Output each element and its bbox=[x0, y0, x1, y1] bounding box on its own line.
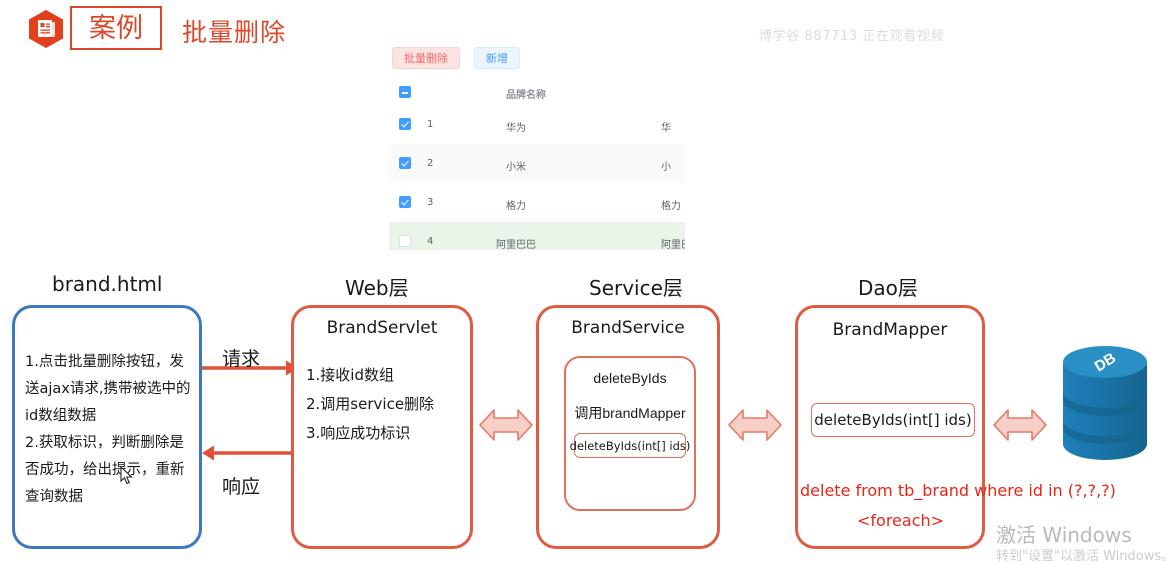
cell-company-name: 小 bbox=[661, 162, 671, 173]
table-row[interactable]: 4 阿里巴巴 阿里巴 bbox=[389, 222, 685, 250]
brand-html-line: 送ajax请求,携带被选中的 bbox=[25, 381, 191, 397]
web-layer-box: BrandServlet 1.接收id数组 2.调用service删除 3.响应… bbox=[291, 305, 473, 549]
cell-brand-name: 格力 bbox=[506, 201, 526, 212]
dao-layer-box: BrandMapper deleteByIds(int[] ids) bbox=[795, 305, 985, 549]
brand-html-box: 1.点击批量删除按钮，发 送ajax请求,携带被选中的 id数组数据 2.获取标… bbox=[12, 305, 202, 549]
double-arrow-icon bbox=[728, 409, 782, 441]
brand-html-line: id数组数据 bbox=[25, 408, 97, 424]
page-title: 批量删除 bbox=[182, 18, 287, 47]
cell-brand-name: 华为 bbox=[506, 123, 526, 134]
service-mapper-method-pill: deleteByIds(int[] ids) bbox=[570, 433, 690, 458]
double-arrow-icon bbox=[479, 409, 533, 441]
table-row[interactable]: 2 小米 小 bbox=[389, 144, 685, 184]
layer-label-brand-html: brand.html bbox=[52, 272, 163, 296]
database-cylinder-icon: DB bbox=[1063, 346, 1147, 460]
dao-method-pill: deleteByIds(int[] ids) bbox=[811, 403, 975, 437]
mouse-cursor-icon bbox=[120, 466, 133, 485]
cell-company-name: 华 bbox=[661, 123, 671, 134]
service-call-mapper: 调用brandMapper bbox=[574, 405, 686, 421]
dao-box-title: BrandMapper bbox=[832, 320, 948, 340]
dao-foreach-tag: <foreach> bbox=[857, 511, 945, 530]
brand-html-steps: 1.点击批量删除按钮，发 送ajax请求,携带被选中的 id数组数据 2.获取标… bbox=[25, 350, 197, 512]
batch-delete-button[interactable]: 批量删除 bbox=[392, 47, 460, 69]
row-checkbox[interactable] bbox=[399, 235, 411, 247]
servlet-steps: 1.接收id数组 2.调用service删除 3.响应成功标识 bbox=[306, 362, 468, 449]
double-arrow-icon bbox=[993, 409, 1047, 441]
servlet-line: 1.接收id数组 bbox=[306, 366, 395, 384]
cell-id: 2 bbox=[427, 158, 434, 169]
service-method-name: deleteByIds bbox=[593, 370, 667, 386]
add-button[interactable]: 新增 bbox=[474, 47, 520, 69]
row-checkbox[interactable] bbox=[399, 196, 411, 208]
dao-sql-text: delete from tb_brand where id in (?,?,?) bbox=[800, 481, 1116, 500]
web-box-title: BrandServlet bbox=[326, 318, 438, 338]
row-checkbox[interactable] bbox=[399, 157, 411, 169]
row-checkbox[interactable] bbox=[399, 118, 411, 130]
service-layer-box: BrandService deleteByIds 调用brandMapper d… bbox=[536, 305, 720, 549]
document-hexagon-icon bbox=[29, 10, 63, 48]
delete-by-ids-inner-box: deleteByIds 调用brandMapper deleteByIds(in… bbox=[564, 356, 696, 511]
brand-html-line: 查询数据 bbox=[25, 489, 83, 505]
table-row[interactable]: 1 华为 华 bbox=[389, 105, 685, 145]
windows-activation-watermark: 激活 Windows bbox=[996, 523, 1132, 547]
brand-table-screenshot: 批量删除 新增 品牌名称 1 华为 华 2 小米 小 3 格力 格力 4 bbox=[389, 44, 685, 250]
cell-id: 4 bbox=[427, 236, 434, 247]
servlet-line: 3.响应成功标识 bbox=[306, 424, 411, 442]
brand-html-line: 2.获取标识，判断删除是 bbox=[25, 435, 184, 451]
cell-brand-name: 阿里巴巴 bbox=[496, 240, 536, 250]
column-header-brand-name: 品牌名称 bbox=[506, 90, 546, 101]
layer-label-web: Web层 bbox=[345, 276, 409, 300]
cell-company-name: 格力 bbox=[661, 201, 681, 212]
cell-id: 3 bbox=[427, 197, 434, 208]
table-toolbar: 批量删除 新增 bbox=[392, 47, 520, 69]
layer-label-service: Service层 bbox=[589, 276, 683, 300]
arrow-label-response: 响应 bbox=[222, 476, 261, 498]
table-row[interactable]: 3 格力 格力 bbox=[389, 183, 685, 223]
service-box-title: BrandService bbox=[571, 318, 685, 338]
brand-html-line: 1.点击批量删除按钮，发 bbox=[25, 354, 184, 370]
servlet-line: 2.调用service删除 bbox=[306, 395, 435, 413]
brand-html-line: 否成功，给出提示，重新 bbox=[25, 462, 185, 478]
cell-brand-name: 小米 bbox=[506, 162, 526, 173]
table-header-row: 品牌名称 bbox=[389, 81, 685, 106]
logo-label: 案例 bbox=[70, 6, 162, 50]
layer-label-dao: Dao层 bbox=[858, 276, 918, 300]
viewer-watermark: 博学谷 887713 正在观看视频 bbox=[759, 29, 945, 44]
cell-company-name: 阿里巴 bbox=[661, 240, 685, 250]
arrow-label-request: 请求 bbox=[222, 348, 261, 370]
cell-id: 1 bbox=[427, 119, 434, 130]
select-all-checkbox[interactable] bbox=[399, 86, 411, 98]
logo-block: 案例 bbox=[26, 6, 164, 50]
